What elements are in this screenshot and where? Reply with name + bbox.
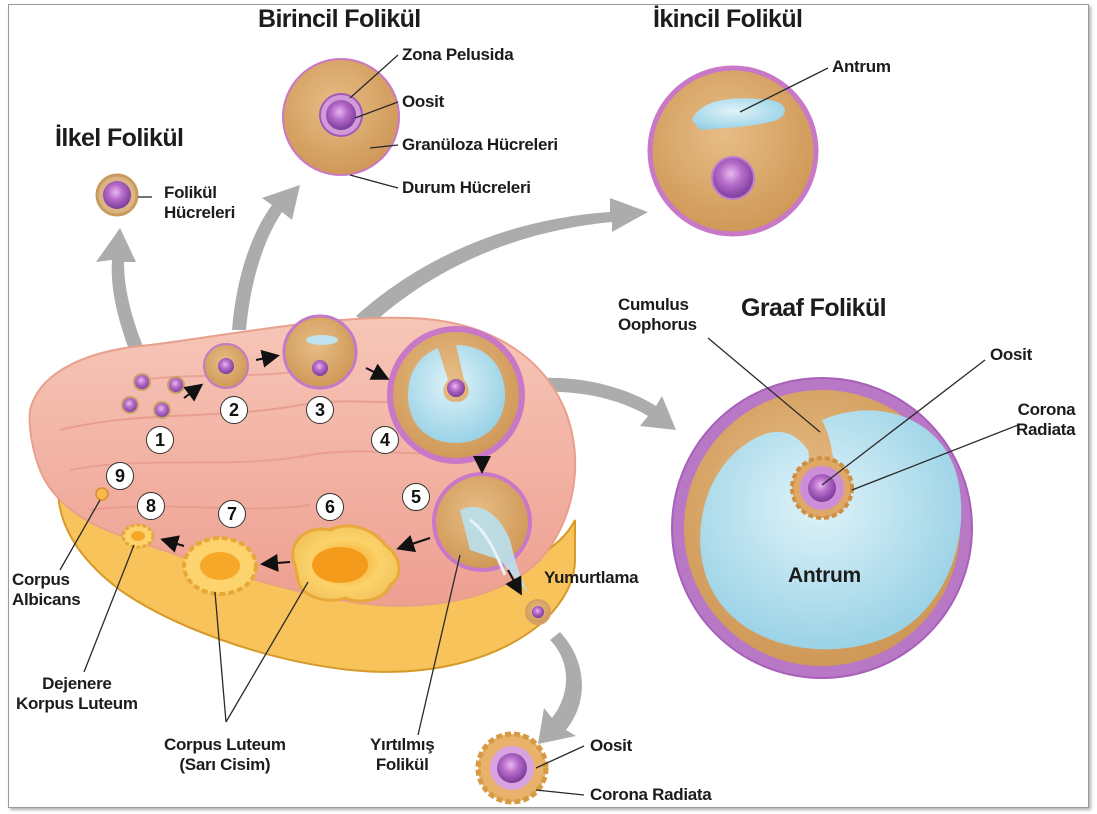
graafian-follicle-title: Graaf Folikül xyxy=(741,294,886,323)
released-oocyte xyxy=(478,734,546,802)
ovulated-oocyte-small xyxy=(526,600,550,624)
corona-radiata-label-released: Corona Radiata xyxy=(590,785,711,805)
primary-follicle xyxy=(283,59,399,175)
primary-follicle-title: Birincil Folikül xyxy=(258,5,421,34)
antrum-label-graafian: Antrum xyxy=(788,564,861,588)
stage-number-8: 8 xyxy=(137,492,165,520)
stage-2-primary-follicle xyxy=(204,344,248,388)
cumulus-oophorus-label: Cumulus Oophorus xyxy=(618,295,697,334)
stage-number-2: 2 xyxy=(220,396,248,424)
secondary-follicle-title: İkincil Folikül xyxy=(653,5,802,34)
stage-7-corpus-luteum xyxy=(184,538,256,594)
zona-pellucida-label: Zona Pelusida xyxy=(402,45,513,65)
oocyte-label-graafian: Oosit xyxy=(990,345,1032,365)
primordial-follicle-title: İlkel Folikül xyxy=(55,124,183,153)
stage-3-secondary-follicle xyxy=(284,316,356,388)
corona-radiata-label-graafian: Corona Radiata xyxy=(1016,400,1075,439)
corpus-luteum-label: Corpus Luteum (Sarı Cisim) xyxy=(164,735,286,774)
stage-number-1: 1 xyxy=(146,426,174,454)
stage-number-5: 5 xyxy=(402,483,430,511)
ruptured-follicle-label: Yırtılmış Folikül xyxy=(370,735,434,774)
stage-number-9: 9 xyxy=(106,462,134,490)
degenerating-corpus-luteum-label: Dejenere Korpus Luteum xyxy=(16,674,138,713)
secondary-follicle xyxy=(650,68,816,234)
ovulation-label: Yumurtlama xyxy=(544,568,638,588)
stage-number-3: 3 xyxy=(306,396,334,424)
graafian-follicle xyxy=(672,378,972,678)
granulosa-cells-label: Granüloza Hücreleri xyxy=(402,135,558,155)
follicle-cells-label: Folikül Hücreleri xyxy=(164,183,235,222)
antrum-label-secondary: Antrum xyxy=(832,57,891,77)
stage-4-graafian-follicle xyxy=(390,329,522,461)
theca-cells-label: Durum Hücreleri xyxy=(402,178,531,198)
stage-number-7: 7 xyxy=(218,500,246,528)
oocyte-label-primary: Oosit xyxy=(402,92,444,112)
stage-8-degenerating-corpus-luteum xyxy=(123,525,153,547)
oocyte-label-released: Oosit xyxy=(590,736,632,756)
stage-number-6: 6 xyxy=(316,493,344,521)
primordial-follicle xyxy=(97,175,137,215)
stage-9-corpus-albicans xyxy=(96,488,108,500)
stage-number-4: 4 xyxy=(371,426,399,454)
corpus-albicans-label: Corpus Albicans xyxy=(12,570,80,609)
